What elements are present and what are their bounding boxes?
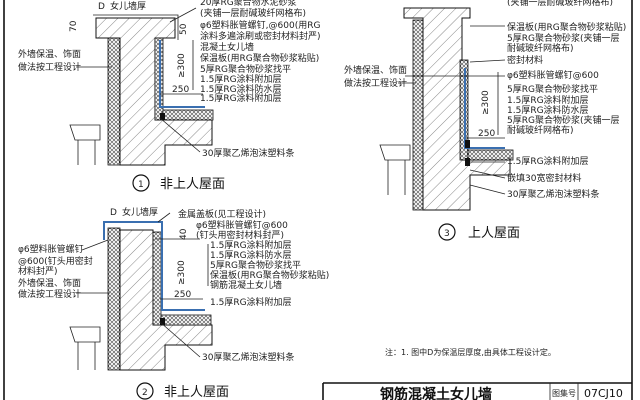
- dim-width: 250: [172, 85, 189, 95]
- detail-number-circle: [136, 382, 154, 400]
- label: 30厚聚乙烯泡沫塑料条: [507, 188, 599, 200]
- figure2-labels-right: 金属盖板(见工程设计) φ6塑料胀管螺钉@600 (钉头用密封材料封严) 1.5…: [178, 208, 329, 308]
- label: 保温板(用RG聚合物砂浆粘贴): [210, 269, 329, 281]
- dim-wall-thickness: 女儿墙厚: [110, 0, 146, 12]
- label: 5厚RG聚合物砂浆(夹铺一层: [507, 32, 619, 44]
- figure-1: D 女儿墙厚 70 50 ≥300 250 20厚RG聚合物水泥砂浆 (夹铺一层…: [18, 0, 321, 192]
- atlas-number: 07CJ10: [584, 387, 623, 400]
- label-left: 外墙保温、饰面: [18, 48, 81, 60]
- label: 1.5厚RG涂料防水层: [210, 249, 292, 261]
- label: 1.5厚RG涂料附加层: [200, 73, 282, 85]
- label: 1.5厚RG涂料附加层: [210, 296, 292, 308]
- label: φ6塑料胀管螺钉,@600(用RG: [200, 19, 320, 31]
- label: 密封材料: [507, 54, 543, 66]
- label-left: 做法按工程设计: [18, 61, 81, 73]
- label: 1.5厚RG涂料附加层: [200, 92, 282, 104]
- label: (夹铺一层耐碱玻纤网格布): [507, 0, 613, 8]
- dim-d: D: [98, 2, 105, 12]
- detail-number: 2: [142, 388, 148, 398]
- label: 耐碱玻纤网格布): [507, 124, 574, 136]
- figure-3: ≥300 250 (夹铺一层耐碱玻纤网格布) 保温板(用RG聚合物砂浆粘贴) 5…: [344, 0, 626, 241]
- detail-number-circle: [438, 223, 456, 241]
- label: 金属盖板(见工程设计): [178, 208, 266, 220]
- dim-height: ≥300: [177, 260, 187, 285]
- detail-number: 3: [444, 229, 450, 239]
- label-left: @600(钉头用密封: [18, 255, 93, 267]
- label: 保温板(用RG聚合物砂浆粘贴): [200, 52, 319, 64]
- figure1-labels-right: 20厚RG聚合物水泥砂浆 (夹铺一层耐碱玻纤网格布) φ6塑料胀管螺钉,@600…: [200, 0, 321, 104]
- figure-2: D 女儿墙厚 40 ≥300 250 金属盖板(见工程设计) φ6塑料胀管螺钉@…: [18, 206, 329, 400]
- label: 耐碱玻纤网格布): [507, 42, 574, 54]
- label: 涂料多遍涂刷或密封材料封严): [200, 30, 321, 42]
- dim-d: D: [110, 208, 117, 218]
- dim-height: ≥300: [177, 53, 187, 78]
- dim-wall-thickness: 女儿墙厚: [122, 206, 158, 218]
- dim-width: 250: [478, 129, 495, 139]
- label-left: φ6塑料胀管螺钉: [18, 243, 84, 255]
- label: 5厚RG聚合物砂浆找平: [507, 83, 598, 95]
- label: 1.5厚RG涂料附加层: [507, 94, 589, 106]
- detail-number: 1: [138, 180, 144, 190]
- detail-caption: 非上人屋面: [164, 385, 229, 400]
- detail-number-circle: [132, 174, 150, 192]
- label: 嵌填30宽密封材料: [507, 172, 581, 184]
- label-left: 外墙保温、饰面: [18, 277, 81, 289]
- label: 1.5厚RG涂料防水层: [507, 104, 589, 116]
- label: φ6塑料胀管螺钉@600: [507, 69, 599, 81]
- label: 5厚RG聚合物砂浆找平: [200, 63, 291, 75]
- drawing-note: 注：1. 图中D为保温层厚度,由具体工程设计定。: [385, 347, 556, 357]
- dim-height: ≥300: [481, 90, 491, 115]
- detail-caption: 上人屋面: [468, 226, 520, 241]
- detail-caption: 非上人屋面: [160, 177, 225, 192]
- label-bottom: 30厚聚乙烯泡沫塑料条: [202, 147, 294, 159]
- sheet-title: 钢筋混凝土女儿墙: [380, 386, 492, 400]
- figure3-labels-right: (夹铺一层耐碱玻纤网格布) 保温板(用RG聚合物砂浆粘贴) 5厚RG聚合物砂浆(…: [507, 0, 626, 200]
- label-left: 做法按工程设计: [18, 288, 81, 300]
- label: (钉头用密封材料封严): [196, 229, 284, 241]
- label-left: 材料封严): [18, 265, 58, 277]
- label: 5厚RG聚合物砂浆(夹铺一层: [507, 114, 619, 126]
- label: φ6塑料胀管螺钉@600: [196, 219, 288, 231]
- label: 1.5厚RG涂料防水层: [200, 83, 282, 95]
- dim-drip: 40: [179, 228, 189, 240]
- label: 5厚RG聚合物砂浆找平: [210, 259, 301, 271]
- atlas-number-label: 图集号: [552, 388, 576, 398]
- label: (夹铺一层耐碱玻纤网格布): [200, 7, 306, 19]
- label: 1.5厚RG涂料附加层: [507, 155, 589, 167]
- label: 20厚RG聚合物水泥砂浆: [200, 0, 297, 8]
- label: 钢筋混凝土女儿墙: [210, 279, 282, 291]
- label: 混凝土女儿墙: [200, 41, 254, 53]
- label-left: 做法按工程设计: [344, 77, 407, 89]
- label: 1.5厚RG涂料附加层: [210, 239, 292, 251]
- label-bottom: 30厚聚乙烯泡沫塑料条: [202, 351, 294, 363]
- title-block: 钢筋混凝土女儿墙 图集号 07CJ10: [322, 382, 632, 400]
- label-left: 外墙保温、饰面: [344, 64, 407, 76]
- dim-cap-height: 70: [69, 20, 79, 32]
- dim-drip: 50: [179, 23, 189, 35]
- dim-width: 250: [174, 290, 191, 300]
- label: 保温板(用RG聚合物砂浆粘贴): [507, 21, 626, 33]
